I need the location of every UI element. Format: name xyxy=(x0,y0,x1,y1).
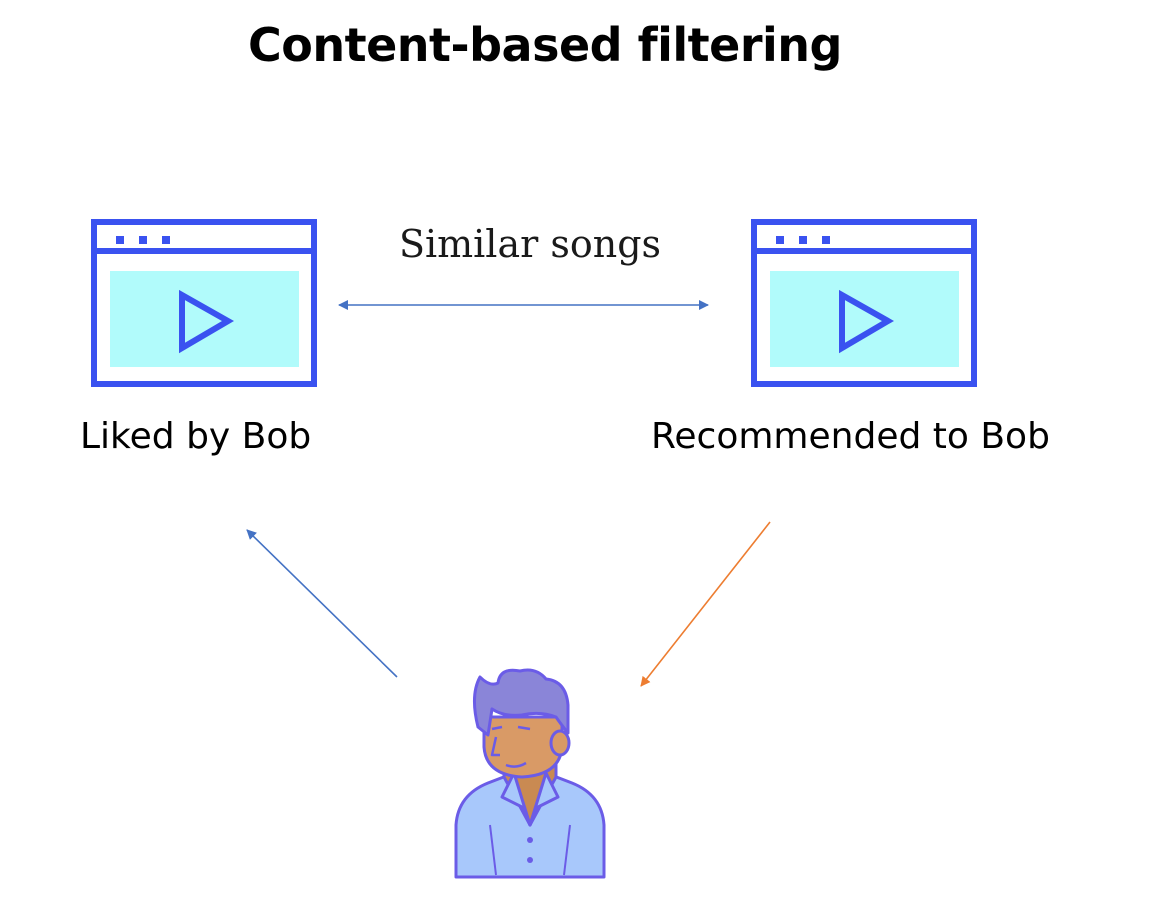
diagram-title: Content-based filtering xyxy=(248,18,842,72)
similar-songs-label: Similar songs xyxy=(398,222,662,266)
video-window-icon xyxy=(91,219,317,387)
liked-by-bob-label: Liked by Bob xyxy=(80,416,312,457)
user-avatar-icon xyxy=(454,668,606,879)
recommended-to-bob-label: Recommended to Bob xyxy=(651,416,1050,457)
user-to-liked-arrow xyxy=(246,529,398,678)
recommended-to-user-arrow xyxy=(640,521,771,687)
video-window-icon xyxy=(751,219,977,387)
